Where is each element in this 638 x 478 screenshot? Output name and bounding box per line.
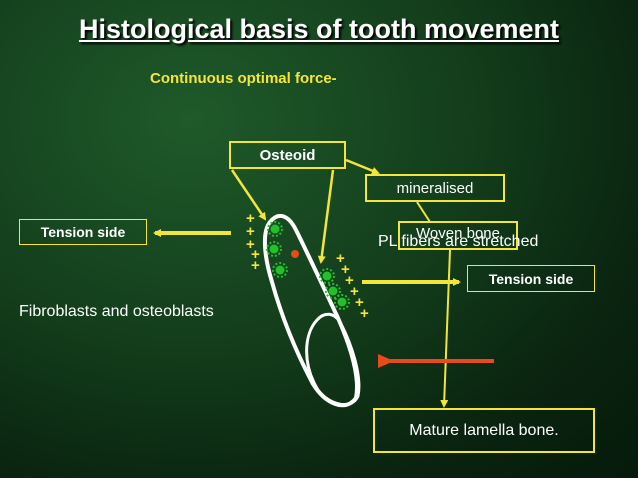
svg-text:+: +	[251, 257, 260, 274]
svg-text:+: +	[341, 261, 350, 278]
subtitle: Continuous optimal force-	[150, 70, 337, 87]
osteoid-pointer-left	[230, 169, 267, 221]
tension-side-left-box: Tension side	[19, 219, 147, 245]
osteoblast-cell	[272, 262, 288, 278]
tension-side-right-box: Tension side	[467, 265, 595, 292]
page-title: Histological basis of tooth movement	[78, 14, 560, 44]
pl-fibers-text: PL fibers are stretched	[378, 233, 539, 250]
mineralised-to-woven-line	[416, 201, 431, 223]
mineralised-box: mineralised	[365, 174, 505, 202]
svg-text:+: +	[345, 272, 354, 289]
osteoid-pointer-right	[317, 169, 335, 264]
mature-lamella-bone-box: Mature lamella bone.	[373, 408, 595, 453]
woven-bone-box: Woven bone	[398, 221, 518, 250]
osteoblast-cell	[266, 241, 282, 257]
svg-text:+: +	[360, 305, 369, 322]
fibroblasts-osteoblasts-label: Fibroblasts and osteoblasts	[19, 303, 214, 320]
woven-to-mature-arrow	[440, 249, 451, 408]
root-apex-outline	[305, 312, 361, 406]
tension-plus-signs-left: + + + + +	[246, 210, 260, 274]
osteoblast-cell	[334, 294, 350, 310]
reference-dot	[291, 250, 299, 258]
svg-text:+: +	[246, 236, 255, 253]
osteoblast-cell	[319, 268, 335, 284]
svg-text:+: +	[246, 223, 255, 240]
osteoid-to-mineralised-arrow	[345, 158, 380, 175]
osteoid-box: Osteoid	[229, 141, 346, 169]
svg-text:+: +	[246, 210, 255, 227]
svg-text:+: +	[350, 283, 359, 300]
tension-plus-signs-right: + + + + + +	[336, 250, 369, 322]
svg-text:+: +	[251, 246, 260, 263]
woven-bone-label: Woven bone	[416, 225, 500, 242]
svg-text:+: +	[336, 250, 345, 267]
svg-text:+: +	[355, 294, 364, 311]
